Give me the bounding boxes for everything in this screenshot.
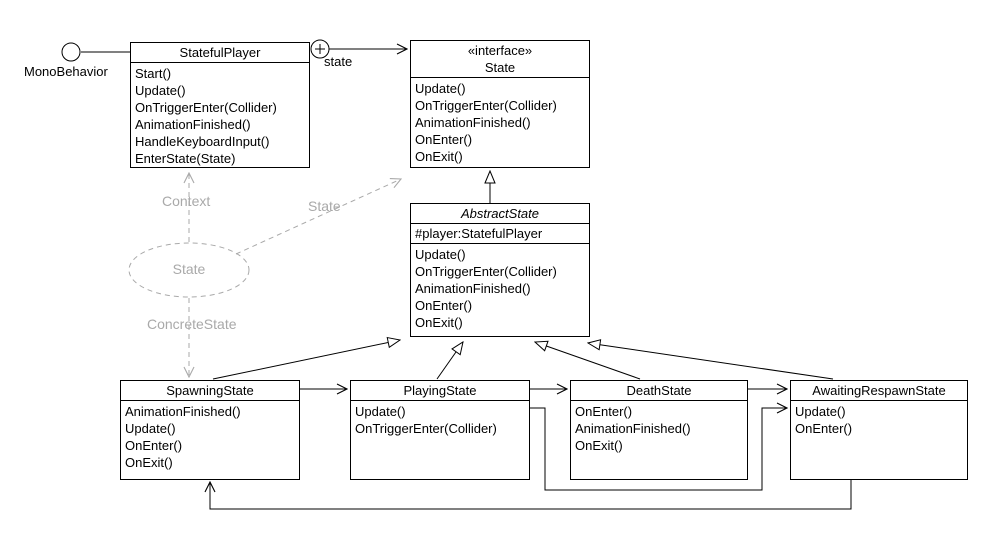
generalization-spawning-abstract[interactable] xyxy=(212,340,400,380)
member-item: Update() xyxy=(125,421,176,436)
label-state-role: state xyxy=(324,54,353,69)
state-pattern-ellipse[interactable] xyxy=(128,242,250,298)
member-item: HandleKeyboardInput() xyxy=(135,134,270,149)
member-item: AnimationFinished() xyxy=(415,281,531,296)
assoc-playing-awaiting[interactable] xyxy=(530,408,787,491)
interface-stereotype: «interface» xyxy=(467,43,533,58)
class-title: SpawningState xyxy=(121,381,299,401)
member-item: OnTriggerEnter(Collider) xyxy=(355,421,497,436)
monobehavior-lollipop[interactable] xyxy=(61,42,130,62)
member-item: Update() xyxy=(135,83,186,98)
member-item: OnExit() xyxy=(415,149,463,164)
member-item: AnimationFinished() xyxy=(135,117,251,132)
annotation-concretestate: ConcreteState xyxy=(147,316,237,332)
annotation-link-state xyxy=(235,179,401,255)
member-item: AnimationFinished() xyxy=(125,404,241,419)
label-monobehavior: MonoBehavior xyxy=(24,64,108,79)
assoc-awaiting-spawning[interactable] xyxy=(210,480,852,510)
member-item: #player:StatefulPlayer xyxy=(415,226,543,241)
class-box-abstractstate[interactable]: AbstractState #player:StatefulPlayer Upd… xyxy=(410,203,590,337)
member-item: Update() xyxy=(415,247,466,262)
class-box-deathstate[interactable]: DeathState OnEnter()AnimationFinished()O… xyxy=(570,380,748,480)
member-item: OnEnter() xyxy=(795,421,853,436)
annotation-state: State xyxy=(308,198,341,214)
member-item: AnimationFinished() xyxy=(575,421,691,436)
member-item: Update() xyxy=(795,404,846,419)
member-item: OnEnter() xyxy=(575,404,633,419)
class-box-awaitingrespawnstate[interactable]: AwaitingRespawnState Update() OnEnter() xyxy=(790,380,968,480)
method-list: Update() OnTriggerEnter(Collider) Animatio… xyxy=(411,78,589,167)
generalization-awaiting-abstract[interactable] xyxy=(588,343,834,380)
method-list: Update() OnTriggerEnter(Collider) Animatio… xyxy=(411,244,589,333)
method-list: Start() Update() OnTriggerEnter(Collider) A… xyxy=(131,63,309,169)
pattern-annotation-links xyxy=(128,173,401,377)
member-item: OnEnter() xyxy=(125,438,183,453)
method-list: Update() OnTriggerEnter(Collider) xyxy=(351,401,529,439)
member-item: OnExit() xyxy=(575,438,623,453)
generalization-playing-abstract[interactable] xyxy=(436,342,463,380)
class-box-playingstate[interactable]: PlayingState Update() OnTriggerEnter(Coll… xyxy=(350,380,530,480)
class-title: AbstractState xyxy=(411,204,589,224)
class-title: AwaitingRespawnState xyxy=(791,381,967,401)
member-item: OnEnter() xyxy=(415,132,473,147)
member-item: OnTriggerEnter(Collider) xyxy=(415,264,557,279)
state-association[interactable] xyxy=(310,39,407,59)
member-item: EnterState(State) xyxy=(135,151,236,166)
member-item: OnExit() xyxy=(415,315,463,330)
method-list: OnEnter() AnimationFinished() OnExit() xyxy=(571,401,747,456)
class-title: PlayingState xyxy=(351,381,529,401)
attribute-list: #player:StatefulPlayer xyxy=(411,224,589,244)
method-list: Update() OnEnter() xyxy=(791,401,967,439)
member-item: OnTriggerEnter(Collider) xyxy=(415,98,557,113)
annotation-context: Context xyxy=(162,193,211,209)
class-title: DeathState xyxy=(571,381,747,401)
member-item: OnExit() xyxy=(125,455,173,470)
annotation-state-ellipse-label: State xyxy=(172,261,206,277)
lollipop-circle-icon xyxy=(61,42,81,62)
method-list: AnimationFinished() Update() OnEnter() OnEx… xyxy=(121,401,299,473)
member-item: Update() xyxy=(355,404,406,419)
member-item: OnTriggerEnter(Collider) xyxy=(135,100,277,115)
member-item: OnEnter() xyxy=(415,298,473,313)
class-box-state-interface[interactable]: «interface» State Update() OnTriggerEnter… xyxy=(410,40,590,168)
class-title: StatefulPlayer xyxy=(131,43,309,63)
class-title: State xyxy=(484,60,516,75)
member-item: AnimationFinished() xyxy=(415,115,531,130)
member-item: Update() xyxy=(415,81,466,96)
member-item: Start() xyxy=(135,66,172,81)
class-header: «interface» State xyxy=(411,41,589,78)
generalization-death-abstract[interactable] xyxy=(535,342,641,380)
class-box-statefulplayer[interactable]: StatefulPlayer Start() Update() OnTriggerE… xyxy=(130,42,310,168)
class-box-spawningstate[interactable]: SpawningState AnimationFinished() Update(… xyxy=(120,380,300,480)
